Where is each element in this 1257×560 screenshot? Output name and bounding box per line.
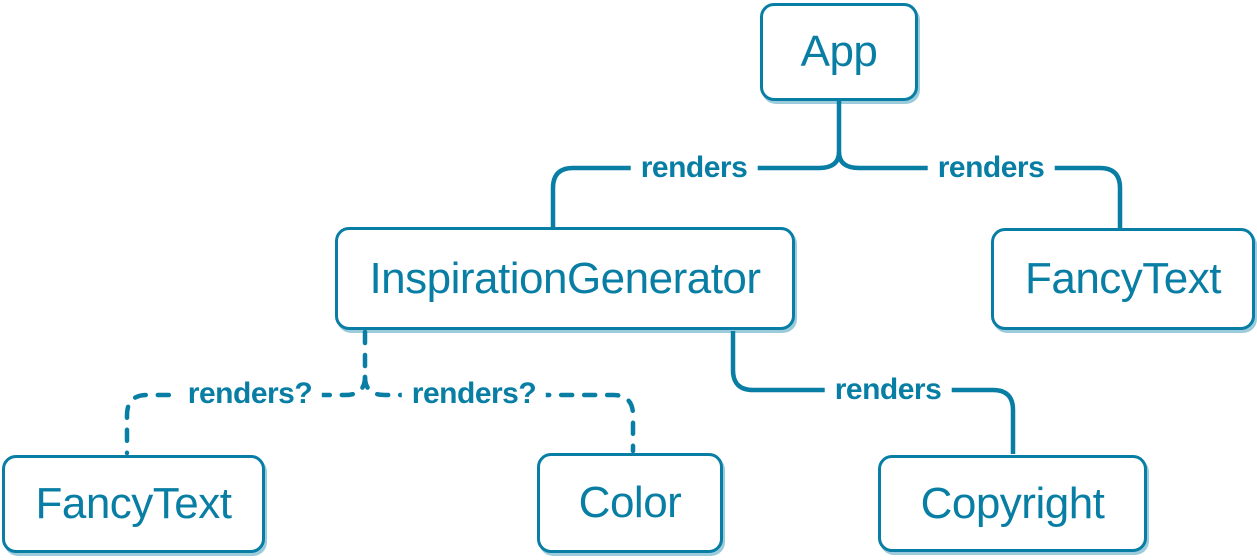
edge-label-renders-bottom: renders	[824, 375, 952, 405]
node-fancy-text-bottom: FancyText	[2, 455, 265, 553]
node-fancy-text-top-label: FancyText	[1024, 254, 1222, 303]
node-color: Color	[537, 453, 723, 553]
node-inspiration-generator-label: InspirationGenerator	[369, 253, 761, 303]
edge-label-renders-left: renders	[630, 153, 758, 183]
node-app-label: App	[800, 27, 878, 76]
node-fancy-text-bottom-label: FancyText	[35, 479, 232, 528]
node-color-label: Color	[578, 478, 682, 527]
edge-label-renders-question-mid: renders?	[401, 379, 547, 409]
edge-label-renders-right: renders	[927, 153, 1055, 183]
node-copyright: Copyright	[878, 455, 1147, 552]
node-inspiration-generator: InspirationGenerator	[335, 227, 795, 330]
edge-inspirationgenerator-fancytext	[124, 374, 368, 456]
edge-label-renders-question-left: renders?	[177, 379, 323, 409]
node-copyright-label: Copyright	[920, 478, 1105, 528]
edge-app-inspirationgenerator	[550, 151, 842, 227]
edge-app-fancytext	[836, 151, 1123, 228]
node-app: App	[760, 3, 918, 101]
node-fancy-text-top: FancyText	[991, 228, 1255, 330]
edge-inspirationgenerator-color	[362, 374, 636, 454]
